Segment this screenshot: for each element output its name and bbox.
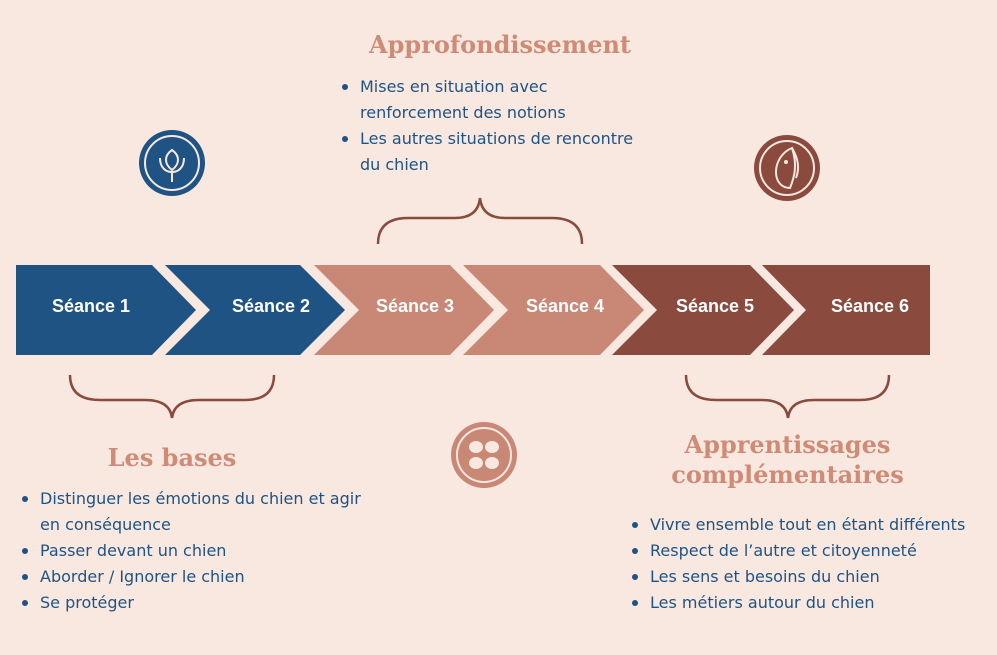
session-arrow-3 [314, 265, 494, 355]
heading-approfondissement: Approfondissement [368, 30, 631, 59]
session-arrow-2 [165, 265, 345, 355]
session-arrow-6 [762, 265, 930, 355]
session-label-3: Séance 3 [375, 296, 455, 316]
heading-bases: Les bases [107, 443, 237, 472]
list-item: Distinguer les émotions du chien et agir… [20, 486, 365, 538]
session-label-6: Séance 6 [830, 296, 910, 316]
dog-head-icon [754, 135, 820, 201]
session-label-1: Séance 1 [51, 296, 131, 316]
list-item: Vivre ensemble tout en étant différents [630, 512, 970, 538]
brace-bases [68, 374, 276, 419]
list-item: Respect de l’autre et citoyenneté [630, 538, 970, 564]
list-item: Mises en situation avec renforcement des… [340, 74, 640, 126]
list-item: Les métiers autour du chien [630, 590, 970, 616]
heading-complementaires: Apprentissages complémentaires [671, 430, 904, 489]
list-item: Passer devant un chien [20, 538, 365, 564]
session-label-4: Séance 4 [525, 296, 605, 316]
session-arrow-4 [463, 265, 644, 355]
session-label-5: Séance 5 [675, 296, 755, 316]
list-item: Les sens et besoins du chien [630, 564, 970, 590]
session-arrow-1 [16, 265, 196, 355]
brace-approfondissement [376, 197, 584, 245]
petals-icon [451, 422, 517, 488]
flower-icon [139, 130, 205, 196]
list-item: Les autres situations de rencontre du ch… [340, 126, 640, 178]
list-approfondissement: Mises en situation avec renforcement des… [340, 74, 640, 178]
session-label-2: Séance 2 [231, 296, 311, 316]
list-complementaires: Vivre ensemble tout en étant différents … [630, 512, 970, 616]
session-arrow-5 [612, 265, 794, 355]
list-bases: Distinguer les émotions du chien et agir… [20, 486, 365, 616]
brace-complementaires [684, 374, 891, 419]
list-item: Aborder / Ignorer le chien [20, 564, 365, 590]
list-item: Se protéger [20, 590, 365, 616]
